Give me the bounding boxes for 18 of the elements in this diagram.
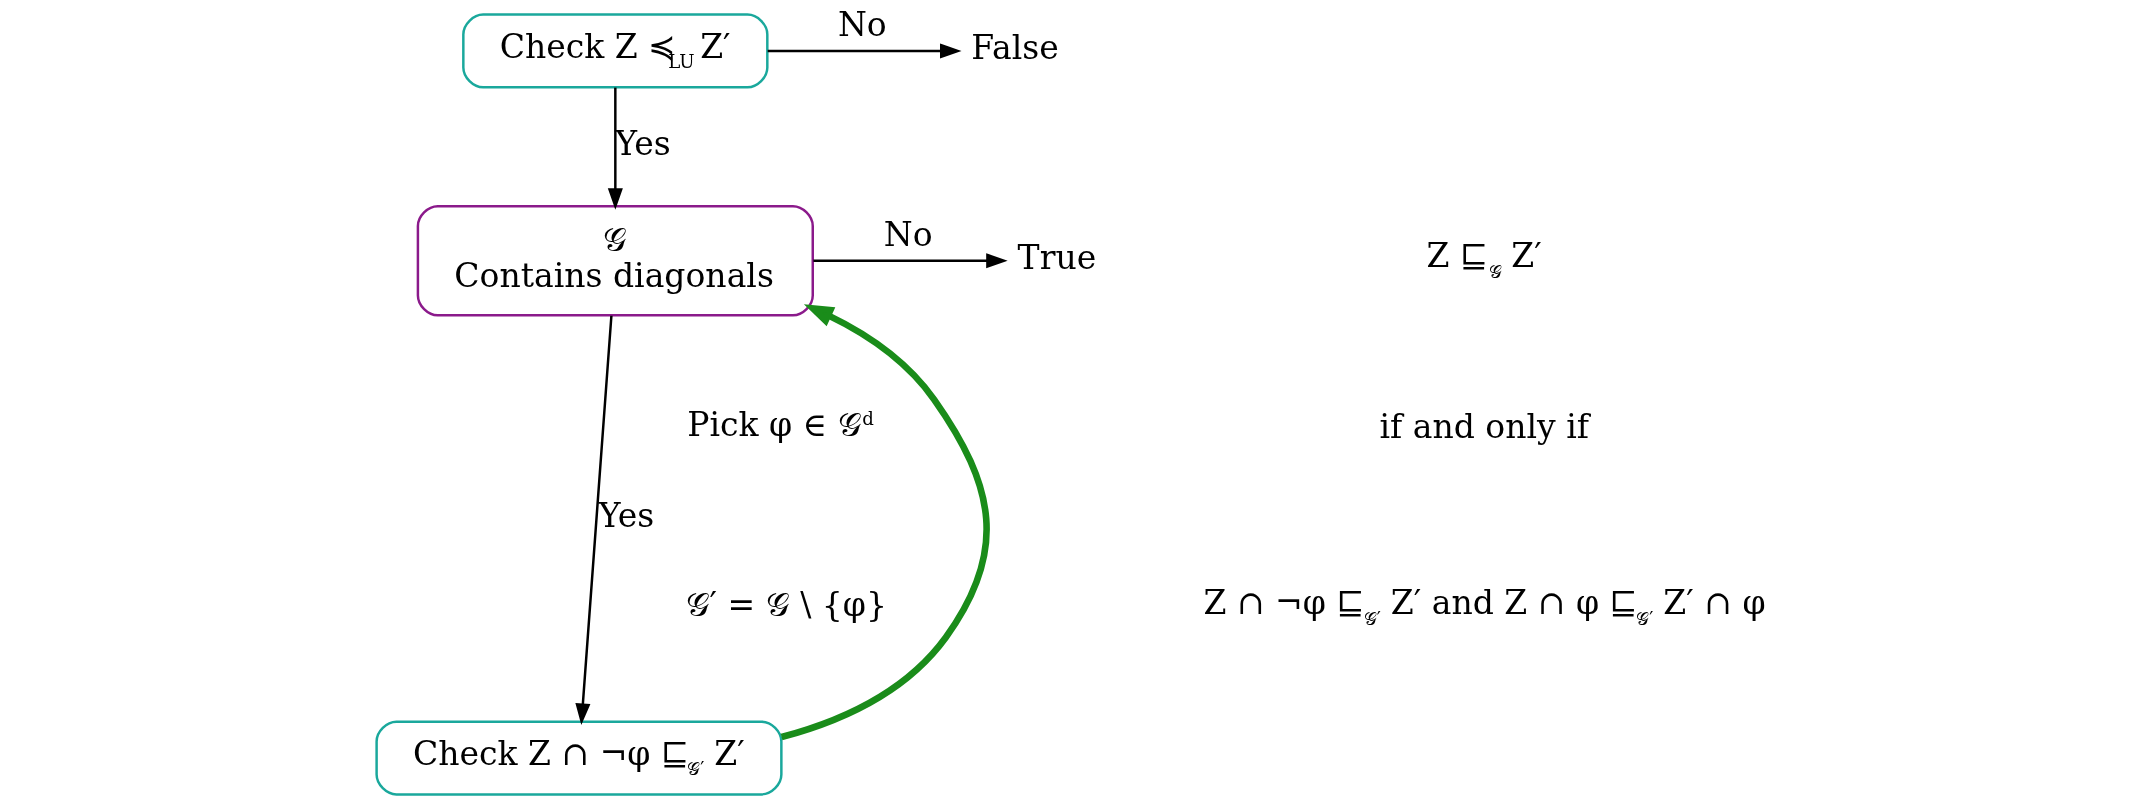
edge-label: No	[883, 214, 933, 254]
node-box: 𝒢 Contains diagonals	[416, 205, 814, 317]
label: Pick φ ∈ 𝒢$^{d}$	[686, 404, 874, 444]
arrow	[767, 43, 961, 59]
label: if and only if	[1378, 406, 1589, 446]
node-text: False	[970, 28, 1059, 68]
label: Z ⊑$_{𝒢}$ Z′	[1426, 236, 1542, 282]
arrow	[607, 87, 623, 210]
edge-label: Yes	[598, 495, 654, 535]
arrow	[812, 253, 1008, 269]
node-box: Check Z ∩ ¬φ ⊑$_{𝒢′}$ Z′	[374, 720, 783, 796]
arrow	[780, 304, 990, 741]
node-box: Check Z ≼$_{LU}$ Z′	[461, 13, 769, 89]
edge-label: No	[837, 5, 887, 45]
label: 𝒢′ = 𝒢 \ {φ}	[685, 584, 887, 624]
node-text: True	[1017, 238, 1096, 278]
arrow	[574, 315, 613, 725]
label: Z ∩ ¬φ ⊑$_{𝒢′}$ Z′ and Z ∩ φ ⊑$_{𝒢′}$ Z′ ∩ φ	[1202, 583, 1766, 629]
